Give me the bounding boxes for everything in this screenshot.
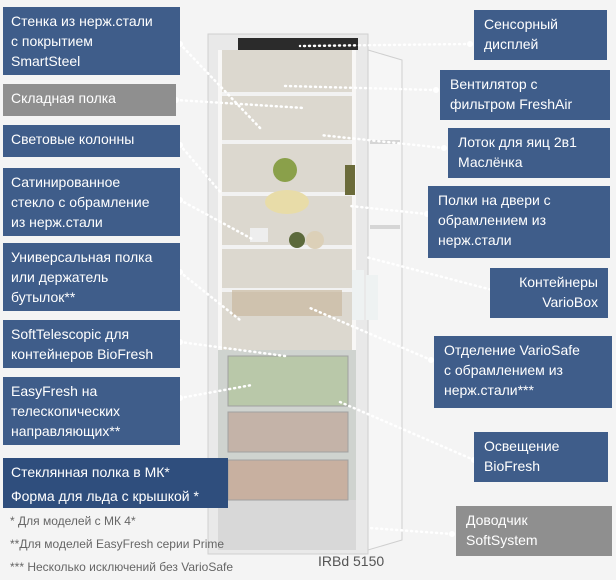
label-text: Стенка из нерж.стали с покрытием SmartSt… (11, 13, 153, 69)
label-universal-shelf: Универсальная полка или держатель бутыло… (3, 243, 180, 311)
label-text: Складная полка (11, 90, 116, 106)
lower-compartment (218, 500, 356, 550)
label-text: Лоток для яиц 2в1 Маслёнка (458, 134, 577, 170)
label-freezer-items: Стеклянная полка в МК* Форма для льда с … (3, 458, 228, 508)
fridge-door (367, 49, 403, 551)
label-door-shelves: Полки на двери с обрамлением из нерж.ста… (428, 186, 610, 258)
label-text: Сатинированное стекло с обрамление из не… (11, 174, 150, 230)
display-strip (238, 38, 358, 50)
label-egg-tray: Лоток для яиц 2в1 Маслёнка (448, 128, 610, 178)
door-bottle-1 (352, 270, 364, 320)
shelf-4 (222, 245, 352, 249)
door-shelf-2 (370, 225, 400, 229)
footnote-2: **Для моделей EasyFresh серии Prime (10, 537, 225, 551)
label-folding-shelf: Складная полка (3, 84, 176, 116)
food-cake (265, 190, 309, 214)
shelf-1 (222, 92, 352, 96)
label-ice-tray: Форма для льда с крышкой * (11, 488, 199, 504)
label-softsystem: Доводчик SoftSystem (456, 506, 612, 556)
footnote-3: *** Несколько исключений без VarioSafe (10, 560, 234, 574)
label-variosafe: Отделение VarioSafe с обрамлением из нер… (434, 336, 612, 408)
label-satin-glass: Сатинированное стекло с обрамление из не… (3, 168, 180, 236)
footnote-1: * Для моделей с МК 4* (10, 514, 136, 528)
variosafe (232, 290, 342, 316)
label-text: SoftTelescopic для контейнеров BioFresh (11, 326, 154, 362)
shelf-2 (222, 140, 352, 144)
label-text: Контейнеры VarioBox (519, 274, 598, 310)
label-easyfresh: EasyFresh на телескопических направляющи… (3, 377, 180, 445)
food-item-1 (289, 232, 305, 248)
food-bowl (273, 158, 297, 182)
door-bottle-2 (366, 275, 378, 320)
biofresh-drawer-2 (227, 411, 349, 453)
label-text: Доводчик SoftSystem (466, 512, 538, 548)
label-text: Световые колонны (11, 131, 135, 147)
label-text: Освещение BioFresh (484, 438, 560, 474)
label-text: Полки на двери с обрамлением из нерж.ста… (438, 192, 551, 248)
light-column-right (352, 50, 356, 350)
label-glass-shelf-freezer: Стеклянная полка в МК* (11, 464, 170, 480)
label-text: Сенсорный дисплей (484, 16, 558, 52)
label-smartsteel-wall: Стенка из нерж.стали с покрытием SmartSt… (3, 7, 180, 75)
food-item-3 (250, 228, 268, 242)
label-variobox: Контейнеры VarioBox (490, 268, 608, 318)
label-text: Вентилятор с фильтром FreshAir (450, 76, 573, 112)
label-text: Универсальная полка или держатель бутыло… (11, 249, 153, 305)
label-freshair-fan: Вентилятор с фильтром FreshAir (440, 70, 610, 120)
biofresh-drawer-1 (227, 355, 349, 407)
model-name: IRBd 5150 (318, 553, 385, 569)
food-item-2 (306, 231, 324, 249)
label-light-columns: Световые колонны (3, 125, 180, 157)
label-touch-display: Сенсорный дисплей (474, 10, 607, 60)
label-text: Отделение VarioSafe с обрамлением из нер… (444, 342, 580, 398)
label-text: EasyFresh на телескопических направляющи… (11, 383, 121, 439)
light-column-left (218, 50, 222, 350)
connector-lines (174, 42, 502, 536)
label-biofresh-light: Освещение BioFresh (474, 432, 608, 482)
label-softtelescopic: SoftTelescopic для контейнеров BioFresh (3, 320, 180, 368)
biofresh-drawer-3 (227, 459, 349, 501)
bottle-top (345, 165, 355, 195)
